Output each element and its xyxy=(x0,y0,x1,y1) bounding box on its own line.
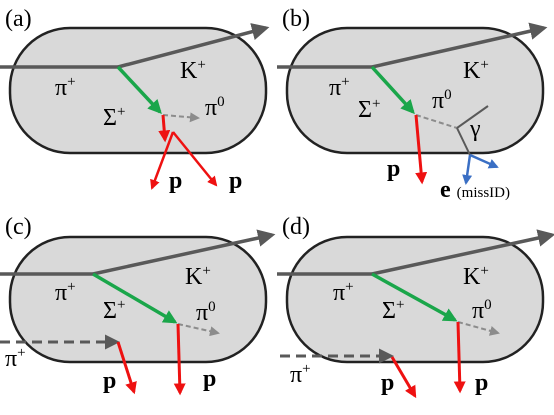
second-pion-label: π+ xyxy=(5,345,26,372)
pi0-label: π0 xyxy=(205,94,225,121)
pi0-track xyxy=(415,114,458,129)
gamma-label: γ xyxy=(469,116,481,142)
panel-c: (c) π+ K+ Σ+ π0 π+ p p xyxy=(0,214,276,396)
gamma-track-2 xyxy=(456,127,471,156)
proton-track-1 xyxy=(173,323,186,396)
proton-track xyxy=(414,114,428,185)
proton-track-3 xyxy=(172,131,218,187)
panel-b: (b) π+ K+ Σ+ π0 γ p e(missID) xyxy=(277,6,548,203)
kaon-label: K+ xyxy=(180,57,206,84)
proton-label-2: p xyxy=(475,370,488,396)
proton-label-1: p xyxy=(169,168,182,194)
pi0-label: π0 xyxy=(432,87,452,114)
electron-track-2 xyxy=(469,153,499,169)
sigma-label: Σ+ xyxy=(103,297,125,324)
panel-label: (a) xyxy=(5,6,32,32)
panel-label: (b) xyxy=(282,6,310,32)
kaon-track xyxy=(371,229,554,276)
pion-label: π+ xyxy=(333,279,354,306)
second-pion-label: π+ xyxy=(290,361,311,388)
panel-d: (d) π+ K+ Σ+ π0 π+ p p xyxy=(277,214,554,399)
sigma-label: Σ+ xyxy=(103,104,125,131)
proton-track-2 xyxy=(390,356,417,399)
kaon-track xyxy=(117,23,270,69)
sigma-track xyxy=(370,65,415,115)
proton-label-1: p xyxy=(381,370,394,396)
kaon-label: K+ xyxy=(185,263,211,290)
electron-track-1 xyxy=(462,154,473,185)
detector-box xyxy=(285,26,545,155)
kaon-track xyxy=(371,22,548,69)
pion-label: π+ xyxy=(55,74,76,101)
sigma-track xyxy=(92,272,178,324)
sigma-label: Σ+ xyxy=(358,96,380,123)
kaon-track xyxy=(92,229,276,276)
proton-track-1 xyxy=(453,321,466,394)
panel-label: (c) xyxy=(5,214,32,240)
pi0-label: π0 xyxy=(196,299,216,326)
pion-label: π+ xyxy=(55,279,76,306)
proton-track-1 xyxy=(158,114,171,143)
pi0-label: π0 xyxy=(472,297,492,324)
pi0-track xyxy=(457,321,500,336)
electron-label: e(missID) xyxy=(440,177,510,203)
kaon-label: K+ xyxy=(463,57,489,84)
sigma-track xyxy=(371,272,458,322)
kaon-label: K+ xyxy=(463,263,489,290)
proton-label-2: p xyxy=(229,168,242,194)
panel-a: (a) π+ K+ Σ+ π0 p p xyxy=(0,6,270,194)
proton-label-1: p xyxy=(103,368,116,394)
panel-label: (d) xyxy=(282,214,310,240)
pi0-track xyxy=(177,323,220,337)
pion-label: π+ xyxy=(329,74,350,101)
pi0-track xyxy=(162,112,200,123)
proton-label: p xyxy=(387,156,400,182)
proton-track-2 xyxy=(116,341,137,395)
sigma-track xyxy=(116,65,162,115)
sigma-label: Σ+ xyxy=(382,297,404,324)
proton-label-2: p xyxy=(203,366,216,392)
gamma-track-1 xyxy=(456,105,489,129)
proton-track-2 xyxy=(150,131,175,190)
